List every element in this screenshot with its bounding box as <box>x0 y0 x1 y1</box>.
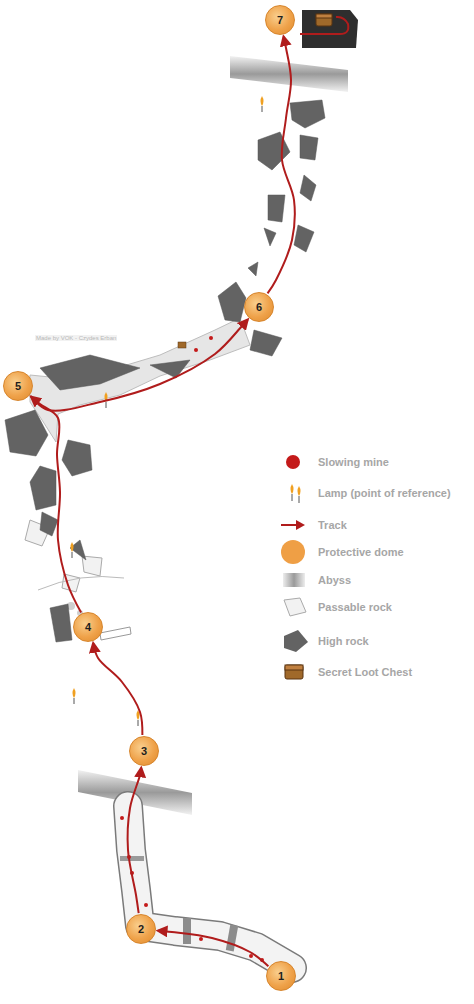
dome-number: 6 <box>256 302 262 313</box>
slowing-mine <box>120 336 264 962</box>
track-arrow <box>268 37 295 294</box>
loot-chest-room <box>300 10 358 48</box>
passable-corridor <box>128 806 292 968</box>
dome-number: 4 <box>85 622 91 633</box>
corridor-gate <box>183 918 191 944</box>
legend-text: Track <box>318 518 347 532</box>
corridor-gate <box>226 925 238 952</box>
corridor-gate <box>120 856 144 861</box>
protective-dome: 3 <box>129 736 159 766</box>
legend-swatch <box>286 455 300 469</box>
passable-rock <box>100 627 131 640</box>
protective-dome: 7 <box>265 5 295 35</box>
loot-chest-small <box>178 342 186 348</box>
protective-dome: 4 <box>73 612 103 642</box>
watermark: Made by VOK - Czydes Erban <box>35 335 117 341</box>
passable-rock <box>30 318 250 442</box>
high-rocks <box>5 100 325 642</box>
track-arrow <box>158 931 268 967</box>
dome-number: 5 <box>15 381 21 392</box>
legend-text: Secret Loot Chest <box>318 665 412 679</box>
dome-number: 1 <box>278 971 284 982</box>
dome-number: 2 <box>138 924 144 935</box>
legend-text: Lamp (point of reference) <box>318 486 451 500</box>
track-arrow <box>93 643 142 735</box>
legend-text: Passable rock <box>318 600 392 614</box>
track-arrow <box>31 397 81 613</box>
protective-dome: 6 <box>244 292 274 322</box>
legend-text: Slowing mine <box>318 455 389 469</box>
legend-swatch <box>281 540 305 564</box>
legend-text: Protective dome <box>318 545 404 559</box>
track-arrow <box>128 768 142 913</box>
legend-text: Abyss <box>318 573 351 587</box>
protective-dome: 1 <box>266 961 296 991</box>
dome-number: 3 <box>141 746 147 757</box>
legend-text: High rock <box>318 634 369 648</box>
protective-dome: 2 <box>126 914 156 944</box>
dome-number: 7 <box>277 15 283 26</box>
rock-edge <box>38 577 124 591</box>
passable-corridor <box>128 806 292 968</box>
track-arrow <box>30 320 247 411</box>
protective-dome: 5 <box>3 371 33 401</box>
lamp-marker <box>71 96 264 726</box>
legend-icons <box>281 484 308 679</box>
